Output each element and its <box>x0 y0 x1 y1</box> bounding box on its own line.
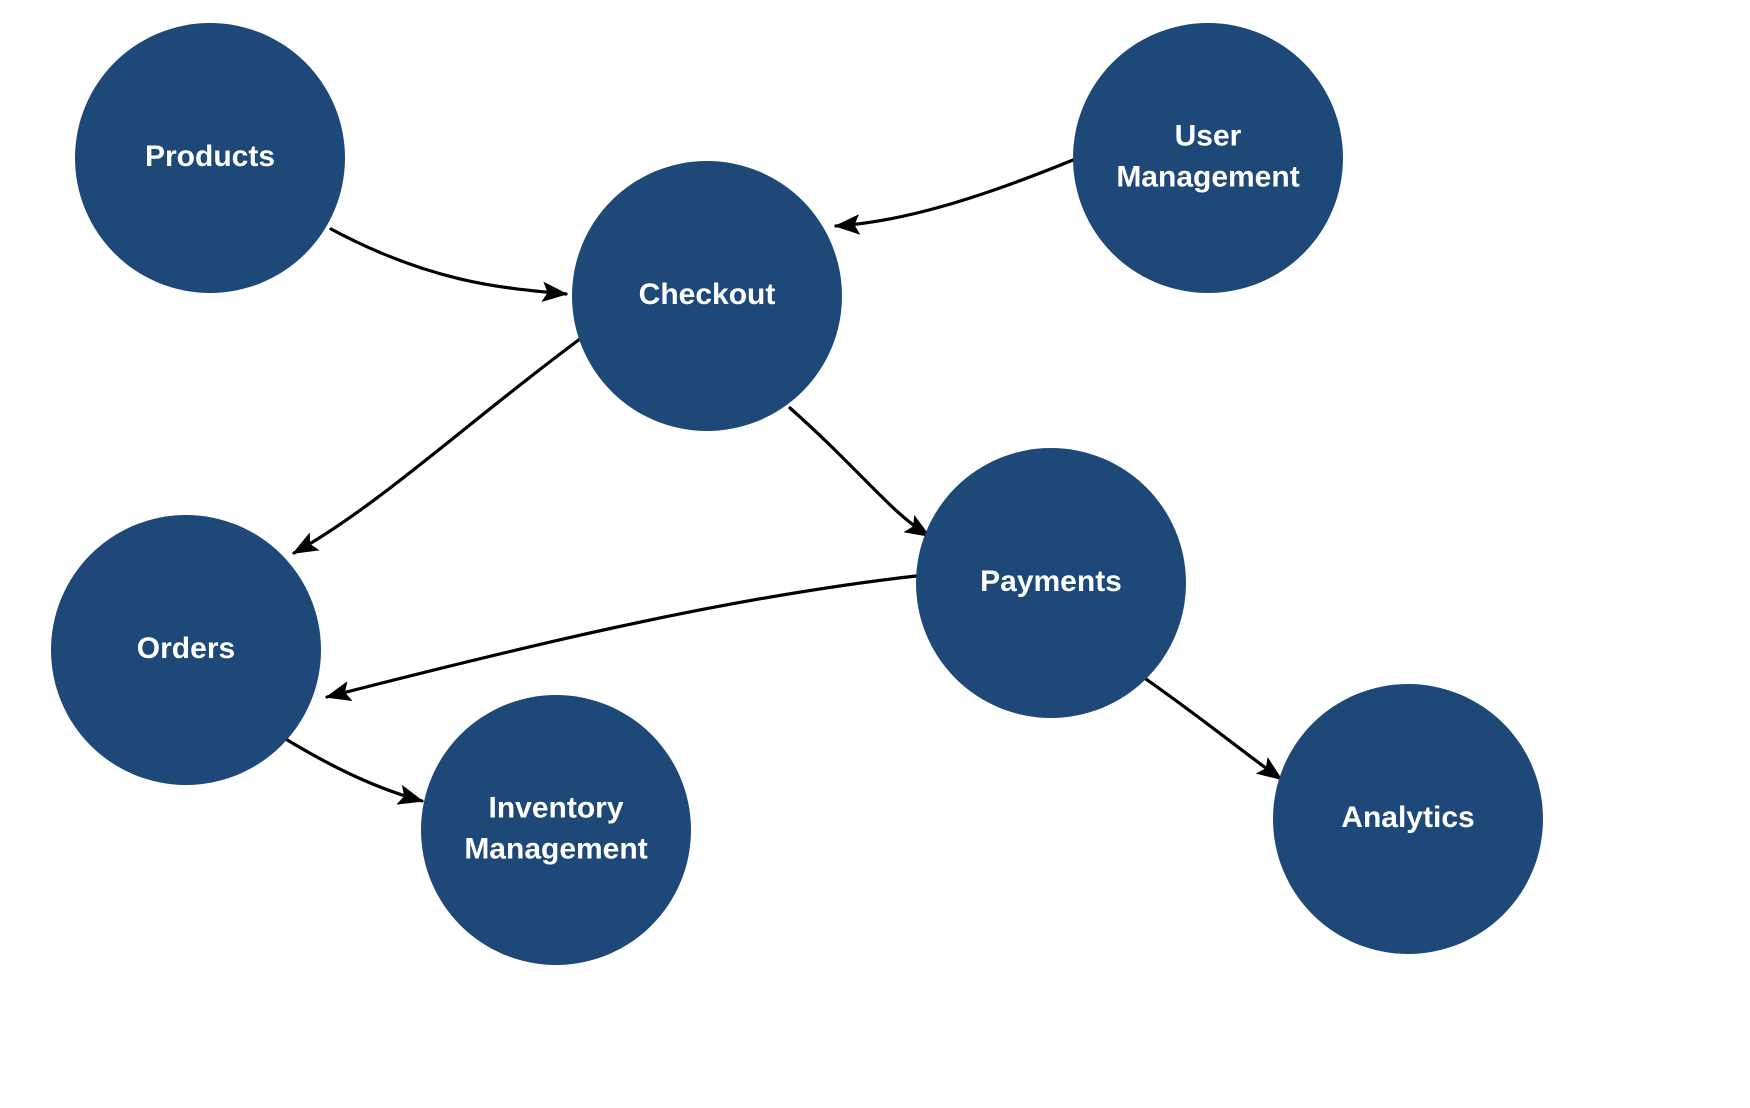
node-shape-inventory[interactable] <box>421 695 691 965</box>
node-analytics[interactable]: Analytics <box>1273 684 1543 954</box>
node-payments[interactable]: Payments <box>916 448 1186 718</box>
node-label-payments: Payments <box>980 565 1122 598</box>
node-shape-checkout[interactable] <box>572 161 842 431</box>
node-checkout[interactable]: Checkout <box>572 161 842 431</box>
edge-checkout-orders[interactable] <box>292 334 586 555</box>
edge-usermgmt-checkout[interactable] <box>834 158 1075 235</box>
node-shape-user_mgmt[interactable] <box>1073 23 1343 293</box>
node-orders[interactable]: Orders <box>51 515 321 785</box>
node-shape-products[interactable] <box>75 23 345 293</box>
edge-orders-inventory[interactable] <box>282 736 424 805</box>
edge-payments-orders[interactable] <box>325 574 918 702</box>
edge-payments-analytics[interactable] <box>1134 670 1283 781</box>
node-shape-analytics[interactable] <box>1273 684 1543 954</box>
node-shape-payments[interactable] <box>916 448 1186 718</box>
node-label-analytics: Analytics <box>1341 801 1474 834</box>
edge-products-checkout[interactable] <box>329 227 568 303</box>
node-products[interactable]: Products <box>75 23 345 293</box>
node-label-products: Products <box>145 140 275 173</box>
node-label-orders: Orders <box>137 632 235 665</box>
edge-checkout-payments[interactable] <box>788 406 931 538</box>
node-label-checkout: Checkout <box>639 278 776 311</box>
node-shape-orders[interactable] <box>51 515 321 785</box>
edges-layer <box>282 158 1283 805</box>
